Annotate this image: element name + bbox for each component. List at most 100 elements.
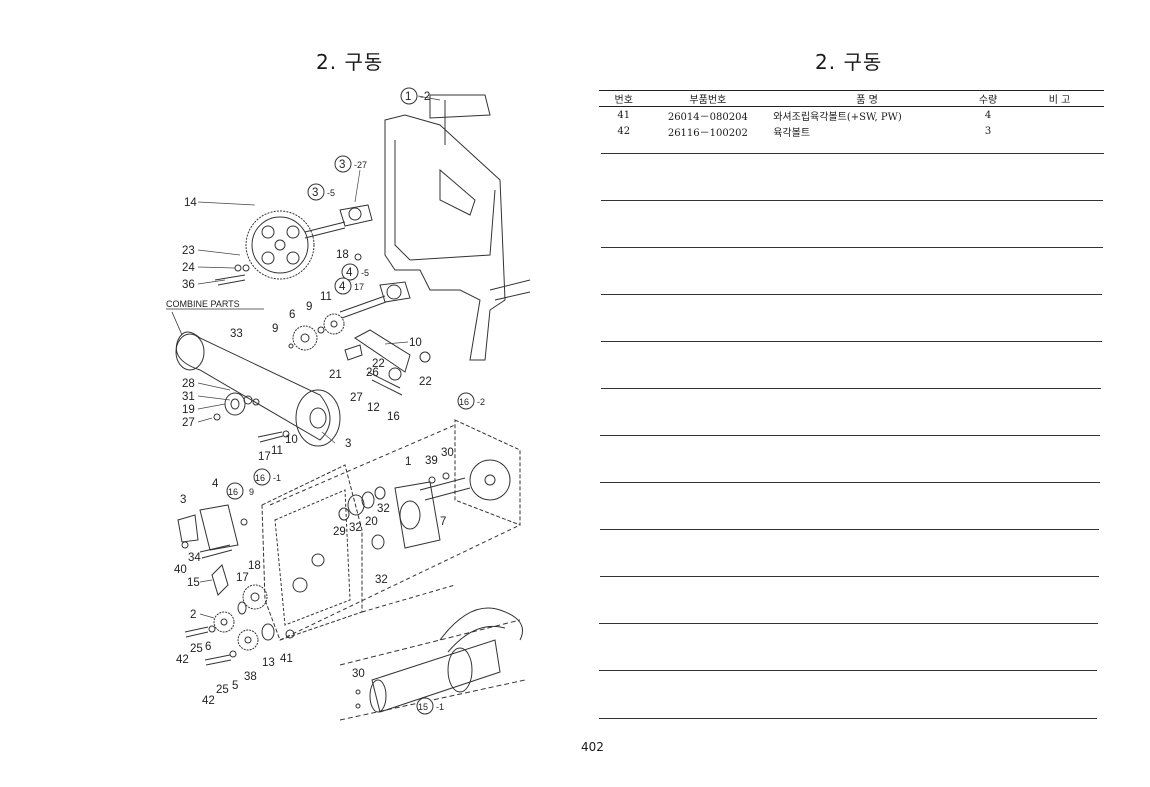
part-label: 7 [440,516,446,528]
part-label: 27 [350,392,363,404]
header-quantity: 수량 [960,90,1016,107]
row-quantity: 3 [984,126,992,137]
v-belt-33 [175,331,331,441]
callout-ref-6: 16 [459,397,469,407]
part-label: 12 [367,402,380,414]
part-label: 27 [182,417,195,429]
part-label: 25 [216,684,229,696]
row-part-number: 26116－100202 [667,128,748,139]
parts-list-table: 번호 부품번호 품 명 수량 비 고 41 26014－080204 와셔조립육… [599,90,1104,139]
callout-suffix-7: -1 [273,473,281,483]
part-label: 31 [182,391,195,403]
part-label: 29 [333,526,346,538]
row-no: 42 [617,126,631,137]
part-label: 9 [306,301,312,313]
table-rule [601,153,1104,154]
callout-ref-8: 16 [228,487,238,497]
drive-shaft [429,94,491,119]
exploded-parts-diagram: COMBINE PARTS 1 -2 3 -27 3 -5 4 -5 4 17 … [166,87,531,721]
callout-ref-1: 1 [405,91,411,103]
row-part-name: 육각볼트 [773,128,811,139]
gearbox-case-16-1 [261,464,363,641]
header-no: 번호 [599,90,649,107]
right-page-title: 2. 구동 [815,50,883,74]
table-rule [601,341,1102,342]
callout-ref-3: 3 [312,187,318,199]
page-number: 402 [581,740,604,754]
left-page-title: 2. 구동 [316,50,384,74]
part-label: 15 [187,577,200,589]
table-rule [601,294,1102,295]
part-label: 11 [271,445,283,457]
row-part-number: 26014－080204 [667,112,748,123]
callout-suffix-9: -1 [436,702,444,712]
part-label: 10 [409,337,422,349]
row-no: 41 [617,110,631,121]
part-label: 22 [419,376,432,388]
part-label: 41 [280,653,293,665]
part-label: 17 [236,572,249,584]
table-rule [601,200,1103,201]
row-part-name: 와셔조립육각볼트(+SW, PW) [773,112,902,123]
table-rule [600,435,1100,436]
part-label: 42 [176,654,189,666]
table-rule [600,576,1099,577]
right-page: 2. 구동 번호 부품번호 품 명 수량 비 고 41 26014－080204… [575,0,1150,787]
part-label: 13 [262,657,275,669]
part-label: 23 [182,245,195,257]
table-rule [601,247,1103,248]
part-label: 3 [180,494,186,506]
part-label: 22 [372,358,385,370]
part-label: 6 [289,309,295,321]
part-label: 24 [182,262,195,274]
callout-ref-9: 15 [418,702,428,712]
part-label: 10 [285,434,298,446]
part-label: 19 [182,404,195,416]
callout-suffix-5: 17 [354,282,364,292]
part-label: 40 [174,564,187,576]
part-label: 20 [365,516,378,528]
part-label: 6 [205,641,211,653]
callout-suffix-1: -2 [420,91,430,103]
part-label: 42 [202,695,215,707]
part-label: 1 [405,456,411,468]
table-rule [599,623,1098,624]
callout-ref-4: 4 [346,267,353,279]
part-label: 34 [188,552,201,564]
row-remarks [1015,107,1104,124]
part-label: 5 [232,680,238,692]
part-label: 39 [425,455,438,467]
callout-suffix-4: -5 [361,268,369,278]
table-row: 42 26116－100202 육각볼트 3 [599,123,1104,139]
part-label: 25 [190,643,203,655]
row-remarks [1015,123,1104,139]
part-label: 30 [441,447,454,459]
left-page: 2. 구동 [166,50,531,721]
part-label: 33 [230,328,243,340]
part-label: 16 [387,411,400,423]
auger-15-1 [371,639,501,713]
part-label: 17 [258,451,271,463]
part-label: 11 [320,291,332,303]
part-label: 18 [248,560,261,572]
part-label: 9 [272,323,278,335]
callout-ref-5: 4 [339,281,346,293]
callout-suffix-6: -2 [477,397,485,407]
part-label: 38 [244,671,257,683]
row-quantity: 4 [984,110,992,121]
combine-parts-label: COMBINE PARTS [166,299,240,309]
callout-suffix-2: -27 [354,160,367,170]
part-label: 26 [366,367,379,379]
drive-frame [384,114,506,361]
table-rule [600,482,1100,483]
table-rule [599,670,1097,671]
header-remarks: 비 고 [1015,90,1104,107]
part-label: 2 [190,609,196,621]
part-label: 4 [212,478,219,490]
callout-suffix-3: -5 [327,188,335,198]
part-label: 14 [184,197,197,209]
part-label: 30 [352,668,365,680]
header-part-name: 품 명 [767,90,961,107]
callout-suffix-8: 9 [249,487,254,497]
table-rule [600,529,1099,530]
